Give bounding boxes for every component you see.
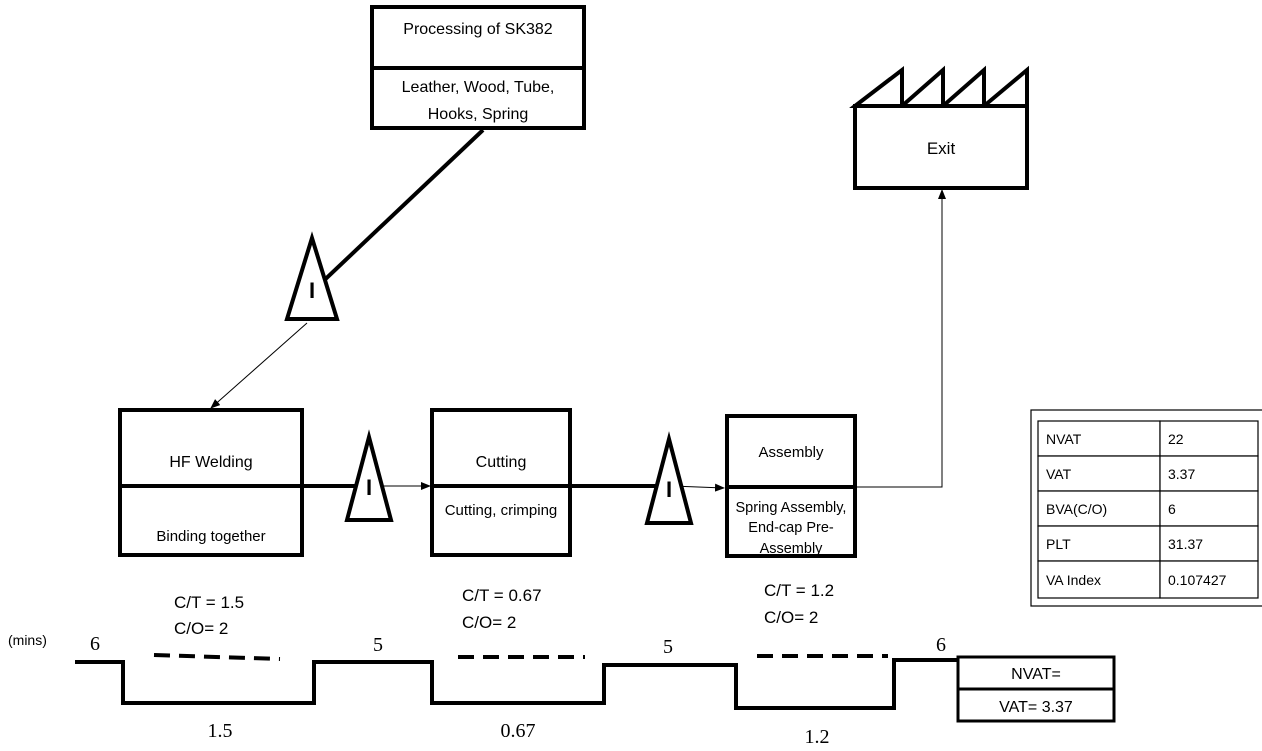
table-row-value: 6 [1168,501,1176,517]
inventory-icon: I [644,431,694,525]
cycle-time-label: C/T = 1.5 [174,593,244,612]
process-box-assembly: Assembly Spring Assembly, End-cap Pre- A… [725,414,857,558]
process-title: Assembly [758,444,824,461]
wait-time-value: 6 [936,634,946,656]
inventory-label: I [309,278,315,303]
process-detail-line-2: End-cap Pre- [748,520,834,536]
timeline-summary-box: NVAT= VAT= 3.37 [956,655,1116,723]
process-detail-line-1: Spring Assembly, [736,500,847,516]
table-row-value: 0.107427 [1168,572,1227,588]
summary-nvat: NVAT= [1011,666,1061,683]
inventory-icon: I [344,429,394,522]
timeline-dash [153,653,281,661]
supplier-materials-line-1: Leather, Wood, Tube, [402,79,555,96]
inventory-to-welding-arrow [210,322,308,409]
process-box-hf-welding: HF Welding Binding together [118,408,304,557]
process-time-value: 1.5 [208,720,233,742]
timeline: (mins) 6 5 5 6 1.5 0.67 1.2 NVAT= VAT= 3… [8,632,1116,748]
exit-factory: Exit [849,65,1029,190]
wait-time-value: 6 [90,633,100,655]
timeline-line [75,658,958,710]
inventory-label: I [666,477,672,502]
process-detail: Cutting, crimping [445,502,558,519]
supplier-materials-line-2: Hooks, Spring [428,106,529,123]
supplier-box: Processing of SK382 Leather, Wood, Tube,… [370,5,586,130]
table-row-label: VAT [1046,466,1072,482]
exit-label: Exit [927,139,956,158]
changeover-label: C/O= 2 [174,619,228,638]
process-detail: Binding together [156,528,265,545]
cycle-time-label: C/T = 0.67 [462,586,542,605]
changeover-label: C/O= 2 [462,613,516,632]
process-box-cutting: Cutting Cutting, crimping [430,408,572,557]
process-detail-line-3: Assembly [760,541,824,557]
supplier-to-inventory-line [314,128,485,290]
metrics-table: NVAT 22 VAT 3.37 BVA(C/O) 6 PLT 31.37 VA… [1030,409,1262,607]
summary-vat: VAT= 3.37 [999,699,1073,716]
wait-time-value: 5 [663,636,673,658]
supplier-title: Processing of SK382 [403,21,553,38]
process-time-value: 0.67 [501,720,536,742]
table-row-label: BVA(C/O) [1046,501,1107,517]
wait-time-value: 5 [373,634,383,656]
table-row-label: VA Index [1046,572,1101,588]
factory-icon [853,104,1029,190]
timeline-unit-label: (mins) [8,632,47,648]
cycle-time-label: C/T = 1.2 [764,581,834,600]
table-row-label: PLT [1046,536,1071,552]
process-title: HF Welding [169,454,252,471]
process-title: Cutting [476,454,527,471]
inventory-icon: I [284,231,340,321]
process-time-value: 1.2 [805,726,830,748]
inventory-label: I [366,475,372,500]
table-row-value: 3.37 [1168,466,1195,482]
table-row-value: 31.37 [1168,536,1203,552]
table-row-label: NVAT [1046,431,1082,447]
table-row-value: 22 [1168,431,1184,447]
changeover-label: C/O= 2 [764,608,818,627]
assembly-to-exit-arrow [855,189,946,488]
